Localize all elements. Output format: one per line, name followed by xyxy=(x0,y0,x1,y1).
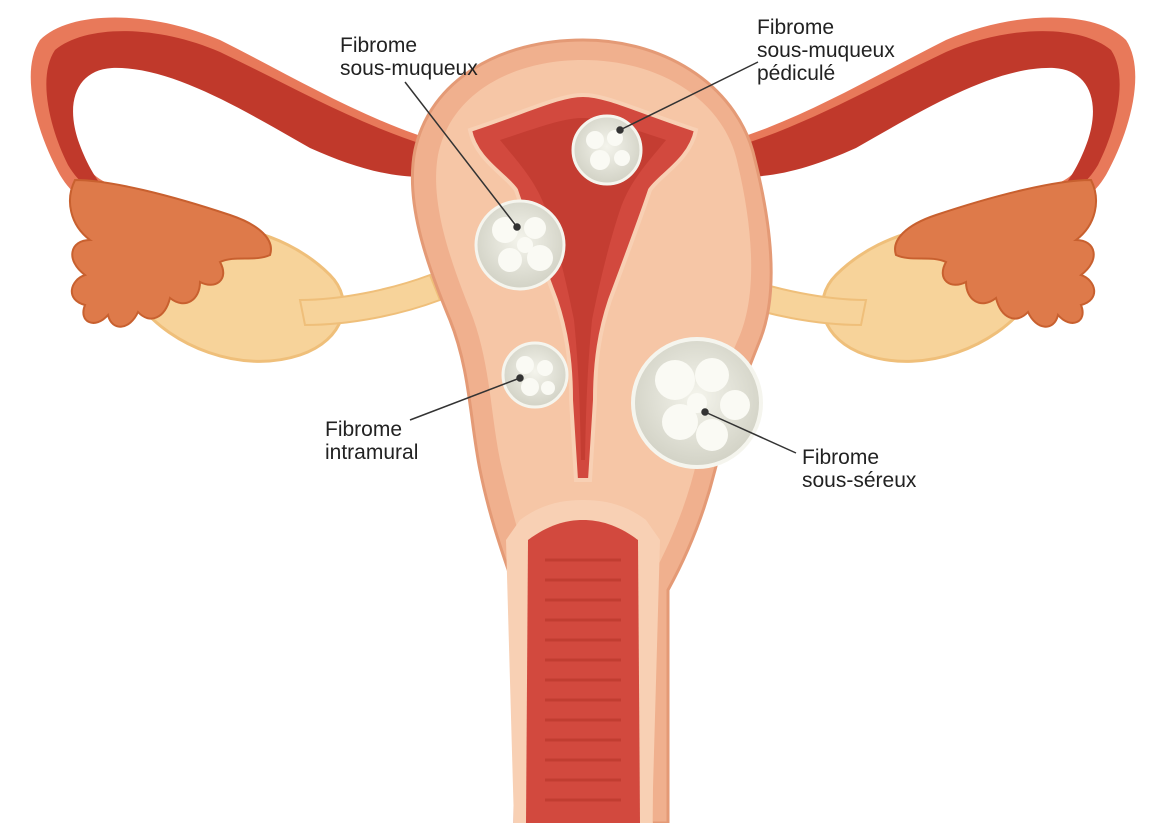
fibroid-subserosal xyxy=(633,339,761,467)
fibroid-intramural xyxy=(503,343,567,407)
label-line: Fibrome xyxy=(802,446,916,469)
label-intramural-fibroid: Fibrome intramural xyxy=(325,418,418,464)
label-line: sous-muqueux xyxy=(340,57,478,80)
label-line: Fibrome xyxy=(325,418,418,441)
label-line: intramural xyxy=(325,441,418,464)
label-submucous-fibroid: Fibrome sous-muqueux xyxy=(340,34,478,80)
label-line: Fibrome xyxy=(757,16,895,39)
vaginal-canal xyxy=(506,500,660,823)
label-line: sous-séreux xyxy=(802,469,916,492)
label-line: pédiculé xyxy=(757,62,895,85)
fibroid-submucous xyxy=(476,201,564,289)
label-line: sous-muqueux xyxy=(757,39,895,62)
label-subserosal-fibroid: Fibrome sous-séreux xyxy=(802,446,916,492)
label-pedunculated-fibroid: Fibrome sous-muqueux pédiculé xyxy=(757,16,895,85)
label-line: Fibrome xyxy=(340,34,478,57)
fibroid-pedunculated xyxy=(573,116,641,184)
